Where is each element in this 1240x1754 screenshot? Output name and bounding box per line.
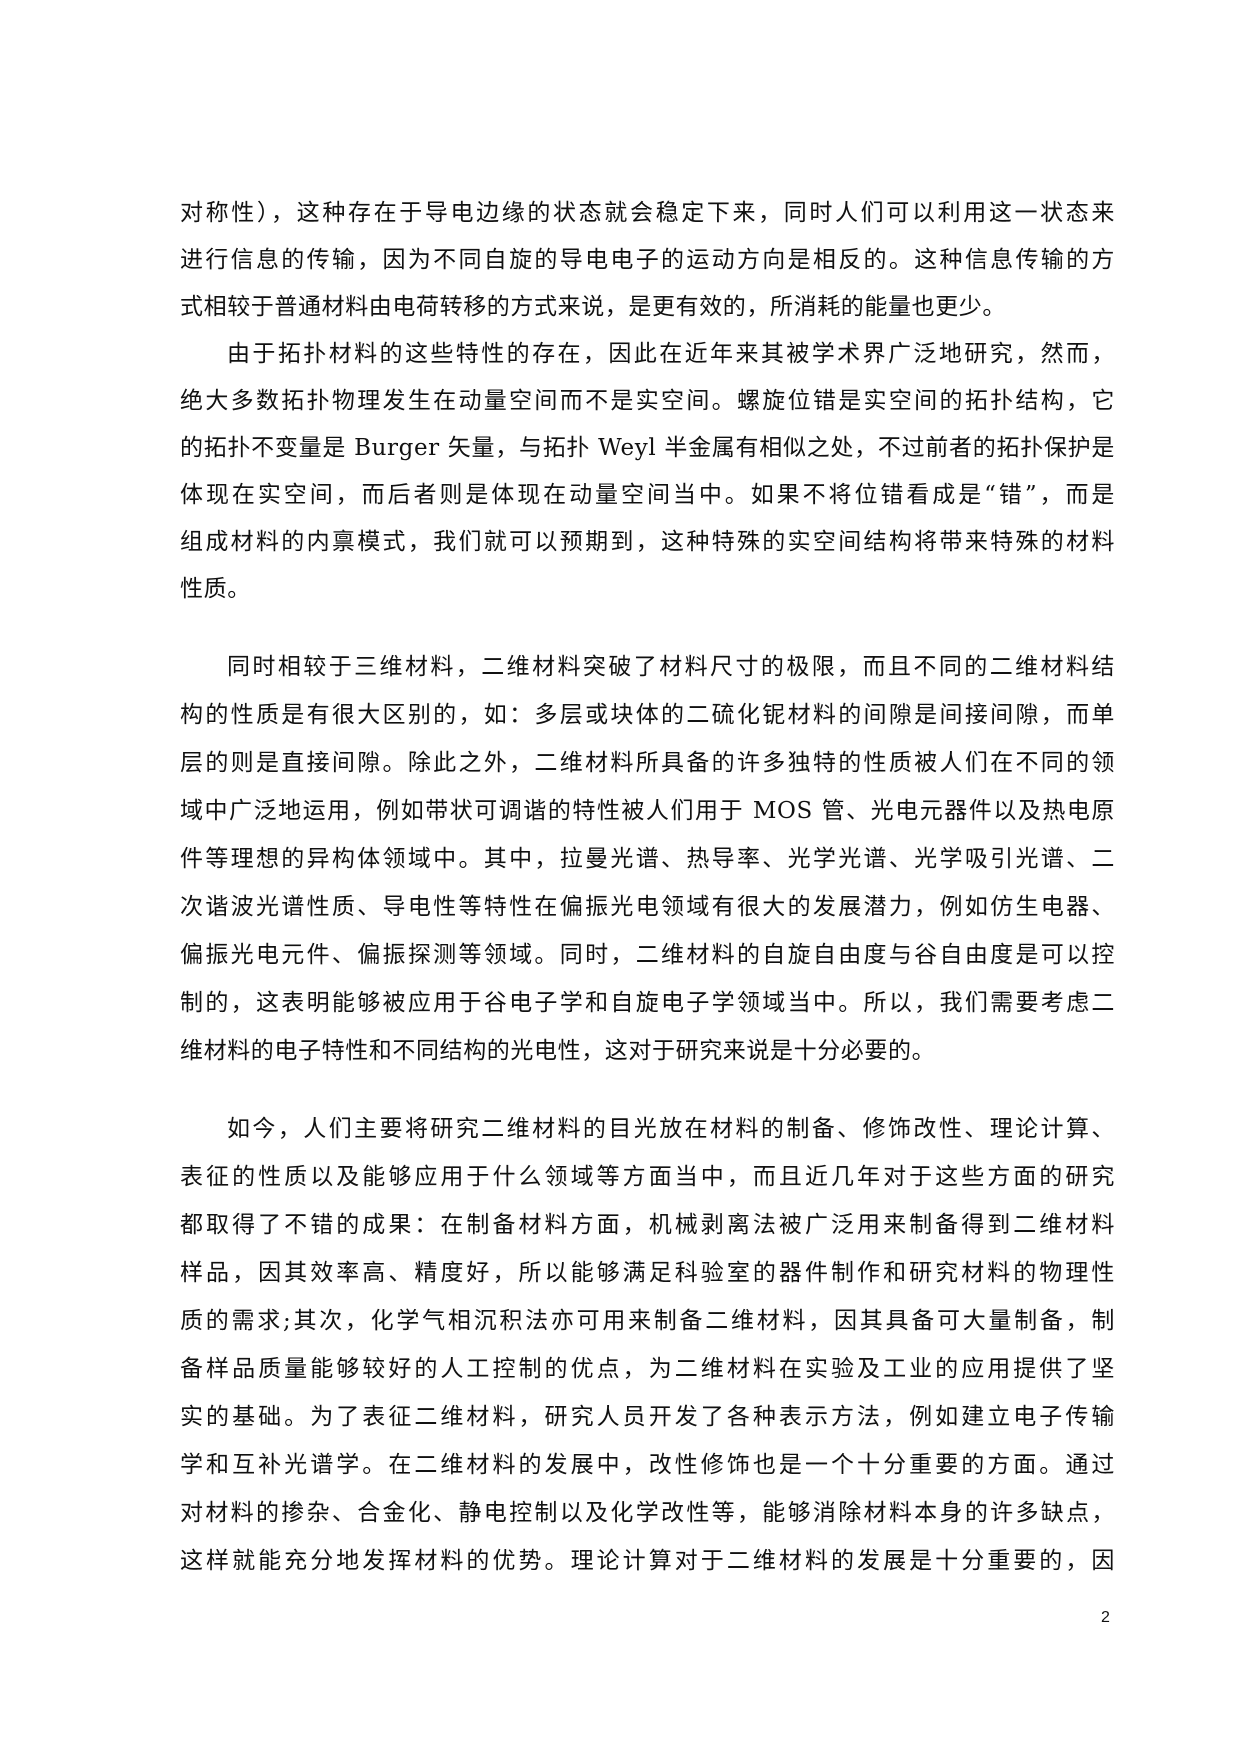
- text-line: 进行信息的传输，因为不同自旋的导电电子的运动方向是相反的。这种信息传输的方: [180, 247, 1115, 273]
- text-line: 构的性质是有很大区别的，如：多层或块体的二硫化铌材料的间隙是间接间隙，而单: [180, 702, 1115, 728]
- text-line: 层的则是直接间隙。除此之外，二维材料所具备的许多独特的性质被人们在不同的领: [180, 750, 1115, 776]
- text-line: 学和互补光谱学。在二维材料的发展中，改性修饰也是一个十分重要的方面。通过: [180, 1452, 1115, 1478]
- text-line: 性质。: [180, 576, 251, 602]
- text-line: 对材料的掺杂、合金化、静电控制以及化学改性等，能够消除材料本身的许多缺点，: [180, 1500, 1115, 1526]
- text-line: 同时相较于三维材料，二维材料突破了材料尺寸的极限，而且不同的二维材料结: [227, 654, 1115, 680]
- text-line: 域中广泛地运用，例如带状可调谐的特性被人们用于 MOS 管、光电元器件以及热电原: [180, 798, 1115, 824]
- text-line: 由于拓扑材料的这些特性的存在，因此在近年来其被学术界广泛地研究，然而，: [227, 341, 1115, 367]
- text-line: 制的，这表明能够被应用于谷电子学和自旋电子学领域当中。所以，我们需要考虑二: [180, 990, 1115, 1016]
- page-number: 2: [1101, 1609, 1110, 1626]
- text-line: 次谐波光谱性质、导电性等特性在偏振光电领域有很大的发展潜力，例如仿生电器、: [180, 894, 1115, 920]
- text-line: 维材料的电子特性和不同结构的光电性，这对于研究来说是十分必要的。: [180, 1038, 936, 1064]
- text-line: 的拓扑不变量是 Burger 矢量，与拓扑 Weyl 半金属有相似之处，不过前者…: [180, 435, 1115, 461]
- text-line: 体现在实空间，而后者则是体现在动量空间当中。如果不将位错看成是“错”，而是: [180, 482, 1115, 508]
- text-line: 式相较于普通材料由电荷转移的方式来说，是更有效的，所消耗的能量也更少。: [180, 294, 1006, 320]
- text-line: 质的需求;其次，化学气相沉积法亦可用来制备二维材料，因其具备可大量制备，制: [180, 1308, 1115, 1334]
- text-line: 这样就能充分地发挥材料的优势。理论计算对于二维材料的发展是十分重要的，因: [180, 1548, 1115, 1574]
- text-line: 组成材料的内禀模式，我们就可以预期到，这种特殊的实空间结构将带来特殊的材料: [180, 529, 1115, 555]
- text-line: 都取得了不错的成果：在制备材料方面，机械剥离法被广泛用来制备得到二维材料: [180, 1212, 1115, 1238]
- text-line: 绝大多数拓扑物理发生在动量空间而不是实空间。螺旋位错是实空间的拓扑结构，它: [180, 388, 1115, 414]
- text-line: 表征的性质以及能够应用于什么领域等方面当中，而且近几年对于这些方面的研究: [180, 1164, 1115, 1190]
- text-line: 件等理想的异构体领域中。其中，拉曼光谱、热导率、光学光谱、光学吸引光谱、二: [180, 846, 1115, 872]
- text-line: 偏振光电元件、偏振探测等领域。同时，二维材料的自旋自由度与谷自由度是可以控: [180, 942, 1115, 968]
- text-line: 对称性），这种存在于导电边缘的状态就会稳定下来，同时人们可以利用这一状态来: [180, 200, 1115, 226]
- text-line: 样品，因其效率高、精度好，所以能够满足科验室的器件制作和研究材料的物理性: [180, 1260, 1115, 1286]
- text-line: 实的基础。为了表征二维材料，研究人员开发了各种表示方法，例如建立电子传输: [180, 1404, 1115, 1430]
- text-line: 备样品质量能够较好的人工控制的优点，为二维材料在实验及工业的应用提供了坚: [180, 1356, 1115, 1382]
- text-line: 如今，人们主要将研究二维材料的目光放在材料的制备、修饰改性、理论计算、: [227, 1116, 1115, 1142]
